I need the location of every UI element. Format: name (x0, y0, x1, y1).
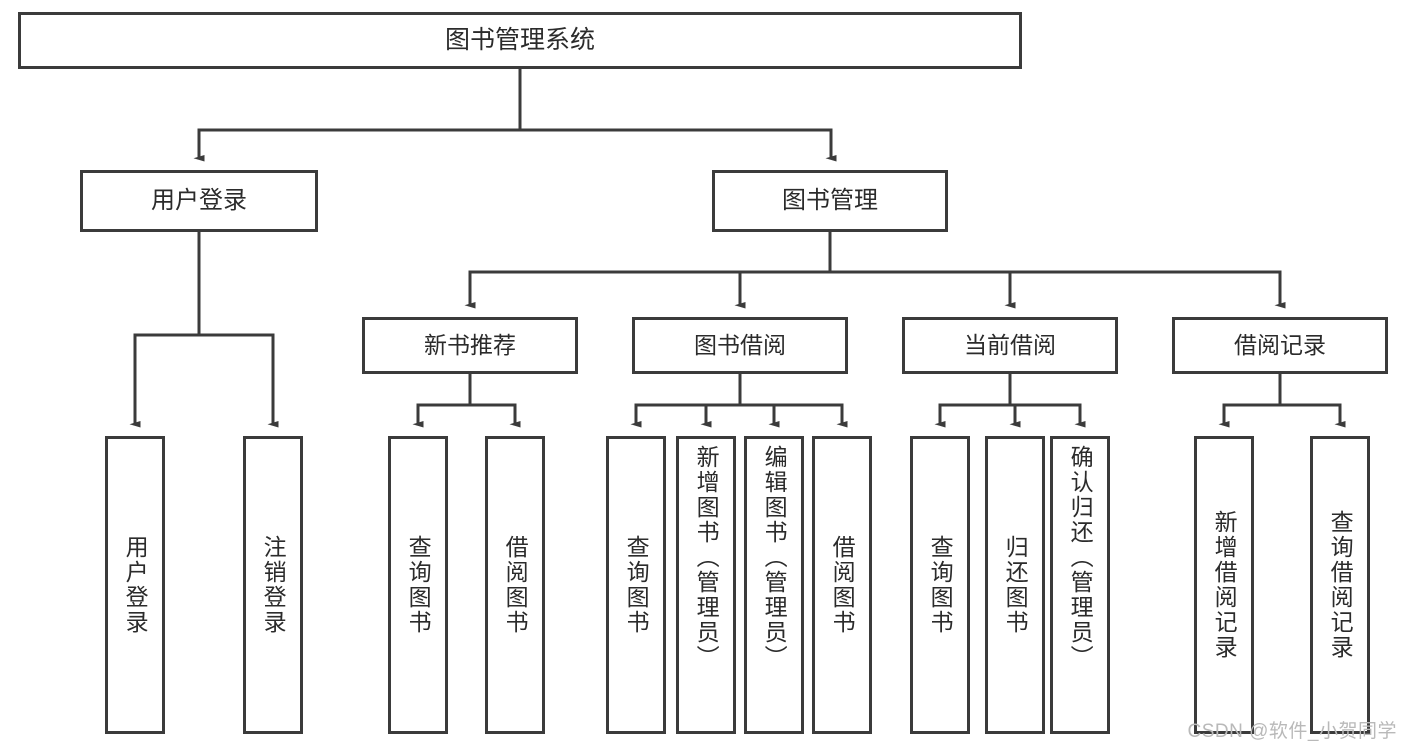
node-leaf-5[interactable]: 新增图书（管理员） (676, 436, 736, 734)
node-leaf-4-label: 查询图书 (623, 535, 650, 635)
node-level1-1-label: 图书管理 (782, 186, 878, 214)
node-leaf-11[interactable]: 新增借阅记录 (1194, 436, 1254, 734)
node-leaf-2[interactable]: 查询图书 (388, 436, 448, 734)
node-level1-0[interactable]: 用户登录 (80, 170, 318, 232)
node-leaf-1[interactable]: 注销登录 (243, 436, 303, 734)
node-leaf-7-label: 借阅图书 (829, 535, 856, 635)
node-level2-0[interactable]: 新书推荐 (362, 317, 578, 374)
watermark-text: CSDN @软件_小贺同学 (1187, 721, 1397, 742)
node-root-label: 图书管理系统 (444, 25, 595, 54)
node-leaf-8[interactable]: 查询图书 (910, 436, 970, 734)
node-level2-3-label: 借阅记录 (1234, 331, 1326, 358)
node-level2-1-label: 图书借阅 (694, 331, 786, 358)
node-leaf-10-label: 确认归还（管理员） (1067, 445, 1094, 670)
node-leaf-1-label: 注销登录 (260, 535, 287, 635)
node-leaf-2-label: 查询图书 (405, 535, 432, 635)
node-leaf-11-label: 新增借阅记录 (1211, 510, 1238, 660)
node-level2-1[interactable]: 图书借阅 (632, 317, 848, 374)
node-leaf-3[interactable]: 借阅图书 (485, 436, 545, 734)
node-leaf-7[interactable]: 借阅图书 (812, 436, 872, 734)
node-leaf-10[interactable]: 确认归还（管理员） (1050, 436, 1110, 734)
node-leaf-12-label: 查询借阅记录 (1327, 510, 1354, 660)
node-leaf-4[interactable]: 查询图书 (606, 436, 666, 734)
node-leaf-9[interactable]: 归还图书 (985, 436, 1045, 734)
node-level1-1[interactable]: 图书管理 (712, 170, 948, 232)
node-level2-2[interactable]: 当前借阅 (902, 317, 1118, 374)
node-leaf-5-label: 新增图书（管理员） (693, 445, 720, 670)
node-root-system[interactable]: 图书管理系统 (18, 12, 1022, 69)
node-leaf-12[interactable]: 查询借阅记录 (1310, 436, 1370, 734)
node-leaf-6[interactable]: 编辑图书（管理员） (744, 436, 804, 734)
node-level2-3[interactable]: 借阅记录 (1172, 317, 1388, 374)
node-level2-0-label: 新书推荐 (424, 331, 516, 358)
node-leaf-0[interactable]: 用户登录 (105, 436, 165, 734)
node-leaf-0-label: 用户登录 (122, 535, 149, 635)
node-level2-2-label: 当前借阅 (964, 331, 1056, 358)
node-leaf-9-label: 归还图书 (1002, 535, 1029, 635)
node-level1-0-label: 用户登录 (151, 186, 247, 214)
node-leaf-6-label: 编辑图书（管理员） (761, 445, 788, 670)
node-leaf-3-label: 借阅图书 (502, 535, 529, 635)
node-leaf-8-label: 查询图书 (927, 535, 954, 635)
